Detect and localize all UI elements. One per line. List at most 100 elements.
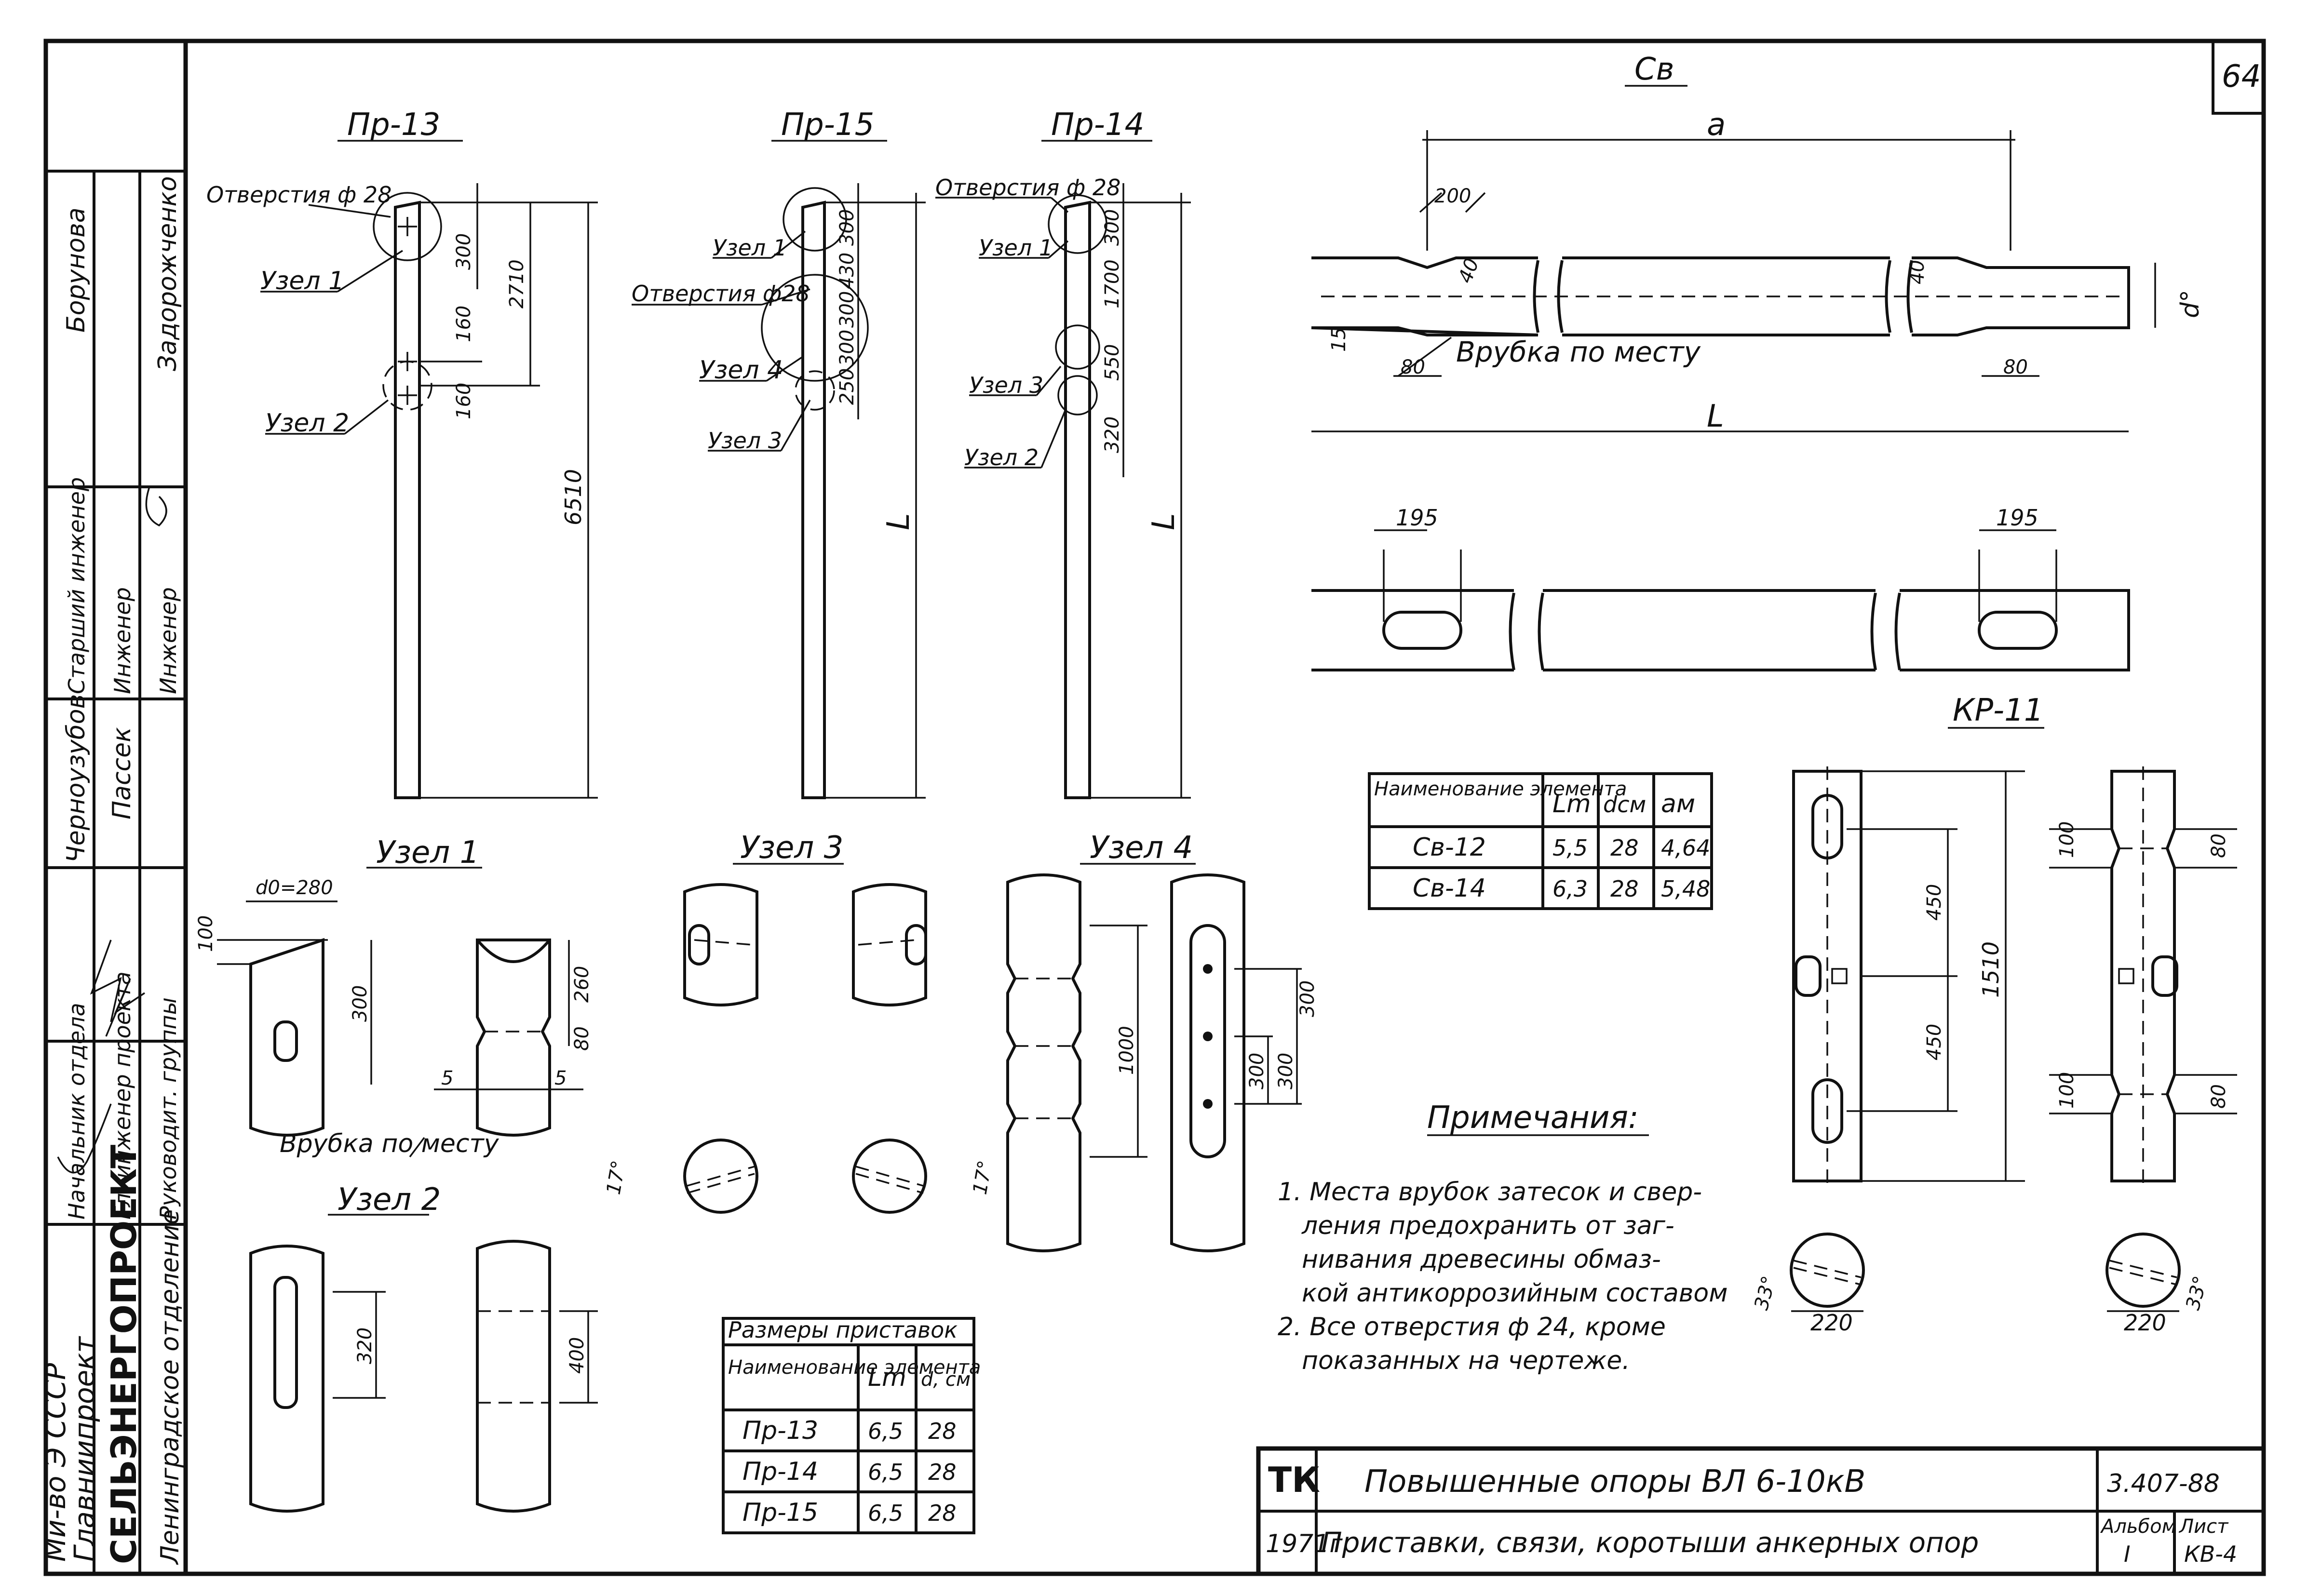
sv-table-r1c4: 4,64 [1661,835,1710,861]
kr11-d450a: 450 [1923,884,1945,921]
pr14-d4: 320 [1101,416,1123,453]
pr14-d2: 1700 [1101,259,1123,308]
post-table-r2c1: Пр-14 [742,1457,818,1486]
stamp-org-name: СЕЛЬЭНЕРГОПРОЕКТ [104,1145,144,1564]
kr11-d100b: 100 [2056,1072,2078,1109]
post-table-h3: d, см [921,1368,971,1391]
pr13-d1: 300 [453,233,475,270]
stamp-org-line-1: Ми-во Э СССР [39,1363,72,1562]
signature-2 [105,486,167,1037]
sv-dd: d° [2176,290,2205,318]
sv-d40b: 40 [1906,260,1929,284]
pr15-d1: 300 [836,209,858,246]
sv-dim-a: a [1707,107,1726,143]
node1-cut-note: Врубка по месту [280,1129,499,1158]
post-pr14: Пр-14 Отверстия ф 28 Узел 1 Узел 3 Узел … [935,107,1191,799]
pr13-node1: Узел 1 [260,267,344,295]
pr15-node1: Узел 1 [713,235,787,261]
sv-table-r1c2: 5,5 [1552,835,1588,861]
tb-subtitle: Приставки, связи, коротыши анкерных опор [1321,1526,1979,1559]
sv-d80b: 80 [2003,356,2028,378]
node4-title: Узел 4 [1090,830,1193,866]
pr15-title: Пр-15 [781,107,874,143]
sv-table-h1: Наименование элемента [1374,778,1627,800]
pr15-node3: Узел 3 [708,428,782,454]
brace-sv: Св a 200 40 40 15 80 80 Врубка по месту … [1311,52,2205,671]
kr11-d220a: 220 [1810,1310,1853,1336]
node1-d5b: 5 [554,1067,567,1089]
sheet-number: 64 [2222,59,2261,94]
stamp-name-3: Борунова [62,207,91,333]
post-table-r3c2: 6,5 [868,1500,903,1526]
node1-title: Узел 1 [376,835,479,871]
node2-d320: 320 [354,1328,376,1364]
node1-d80: 80 [571,1026,593,1051]
pr15-holes: Отверстия ф28 [632,281,810,307]
node2-detail: Узел 2 320 400 [249,1182,598,1513]
notes-heading: Примечания: [1427,1100,1639,1136]
signature-1 [57,939,122,1174]
node4-d300b: 300 [1246,1053,1268,1089]
pr14-node3: Узел 3 [969,372,1043,398]
pr15-d5: 250 [836,368,858,405]
node4-d300a: 300 [1296,980,1319,1017]
post-table-r2c2: 6,5 [868,1459,903,1485]
sv-table-h3: dсм [1603,791,1646,818]
tb-sheet: КВ-4 [2184,1541,2237,1567]
kr11-d220b: 220 [2124,1310,2166,1336]
pr13-node2: Узел 2 [265,409,349,438]
kr11-a33a: 33° [1750,1274,1781,1312]
sv-d40a: 40 [1454,255,1484,286]
pr14-node1: Узел 1 [979,235,1053,261]
stamp-role-6: Инженер [155,587,181,694]
left-stamp: Ми-во Э СССР Главниипроект СЕЛЬЭНЕРГОПРО… [39,170,186,1574]
pr13-title: Пр-13 [347,107,440,143]
pr15-d3: 300 [836,291,858,328]
stamp-role-2: Гл. инженер проекта [109,971,135,1220]
sv-cut-note: Врубка по месту [1456,335,1701,368]
kr11-d100a: 100 [2056,821,2078,858]
sv-table-r1c1: Св-12 [1413,833,1486,862]
pr13-d2: 2710 [506,259,528,308]
tb-sheet-label: Лист [2178,1516,2229,1538]
stamp-role-1: Начальник отдела [64,1003,90,1220]
sv-table-h4: aм [1661,790,1695,818]
sv-d195b: 195 [1996,505,2038,531]
post-table-r2c3: 28 [928,1459,957,1485]
sv-table-h2: Lm [1552,790,1591,818]
sv-table: Наименование элемента Lm dсм aм Св-12 5,… [1368,772,1713,910]
stamp-name-2: Пассек [108,727,136,819]
kr11-a33b: 33° [2182,1274,2212,1312]
node2-d400: 400 [566,1337,588,1374]
pr14-title: Пр-14 [1051,107,1144,143]
post-table: Размеры приставок Наименование элемента … [722,1317,981,1534]
post-table-h1: Наименование элемента [728,1356,981,1379]
pr15-d2: 430 [836,253,858,289]
node3-title: Узел 3 [740,830,843,866]
pr15-d4: 300 [836,330,858,366]
tb-album: I [2124,1541,2131,1567]
post-table-h2: Lm [868,1363,906,1392]
stamp-dept: Ленинградское отделение [156,1209,185,1565]
sv-table-r2c1: Св-14 [1413,874,1486,903]
node1-d0: d0=280 [256,877,333,899]
pr14-d1: 300 [1101,209,1123,246]
kr11-d80b: 80 [2208,1084,2230,1109]
node1-d300: 300 [349,985,371,1022]
note-2: 2. Все отверстия ф 24, кроме показанных … [1278,1313,1674,1375]
pr14-node2: Узел 2 [964,444,1039,470]
stamp-role-5: Инженер [109,587,135,694]
post-table-r1c3: 28 [928,1418,957,1444]
kr11-d1510: 1510 [1978,941,2004,998]
stub-kr11: КР-11 450 450 1510 100 100 80 80 [1750,693,2237,1336]
post-table-r1c1: Пр-13 [742,1416,818,1445]
node1-d260: 260 [571,966,593,1003]
sv-table-r2c4: 5,48 [1661,876,1710,902]
stamp-name-1: Черноузубов [62,694,91,863]
notes: Примечания: 1. Места врубок затесок и св… [1278,1100,1728,1375]
tb-title: Повышенные опоры ВЛ 6-10кВ [1364,1464,1865,1500]
post-table-r3c3: 28 [928,1500,957,1526]
node2-title: Узел 2 [337,1182,441,1218]
sv-d200: 200 [1434,185,1471,207]
